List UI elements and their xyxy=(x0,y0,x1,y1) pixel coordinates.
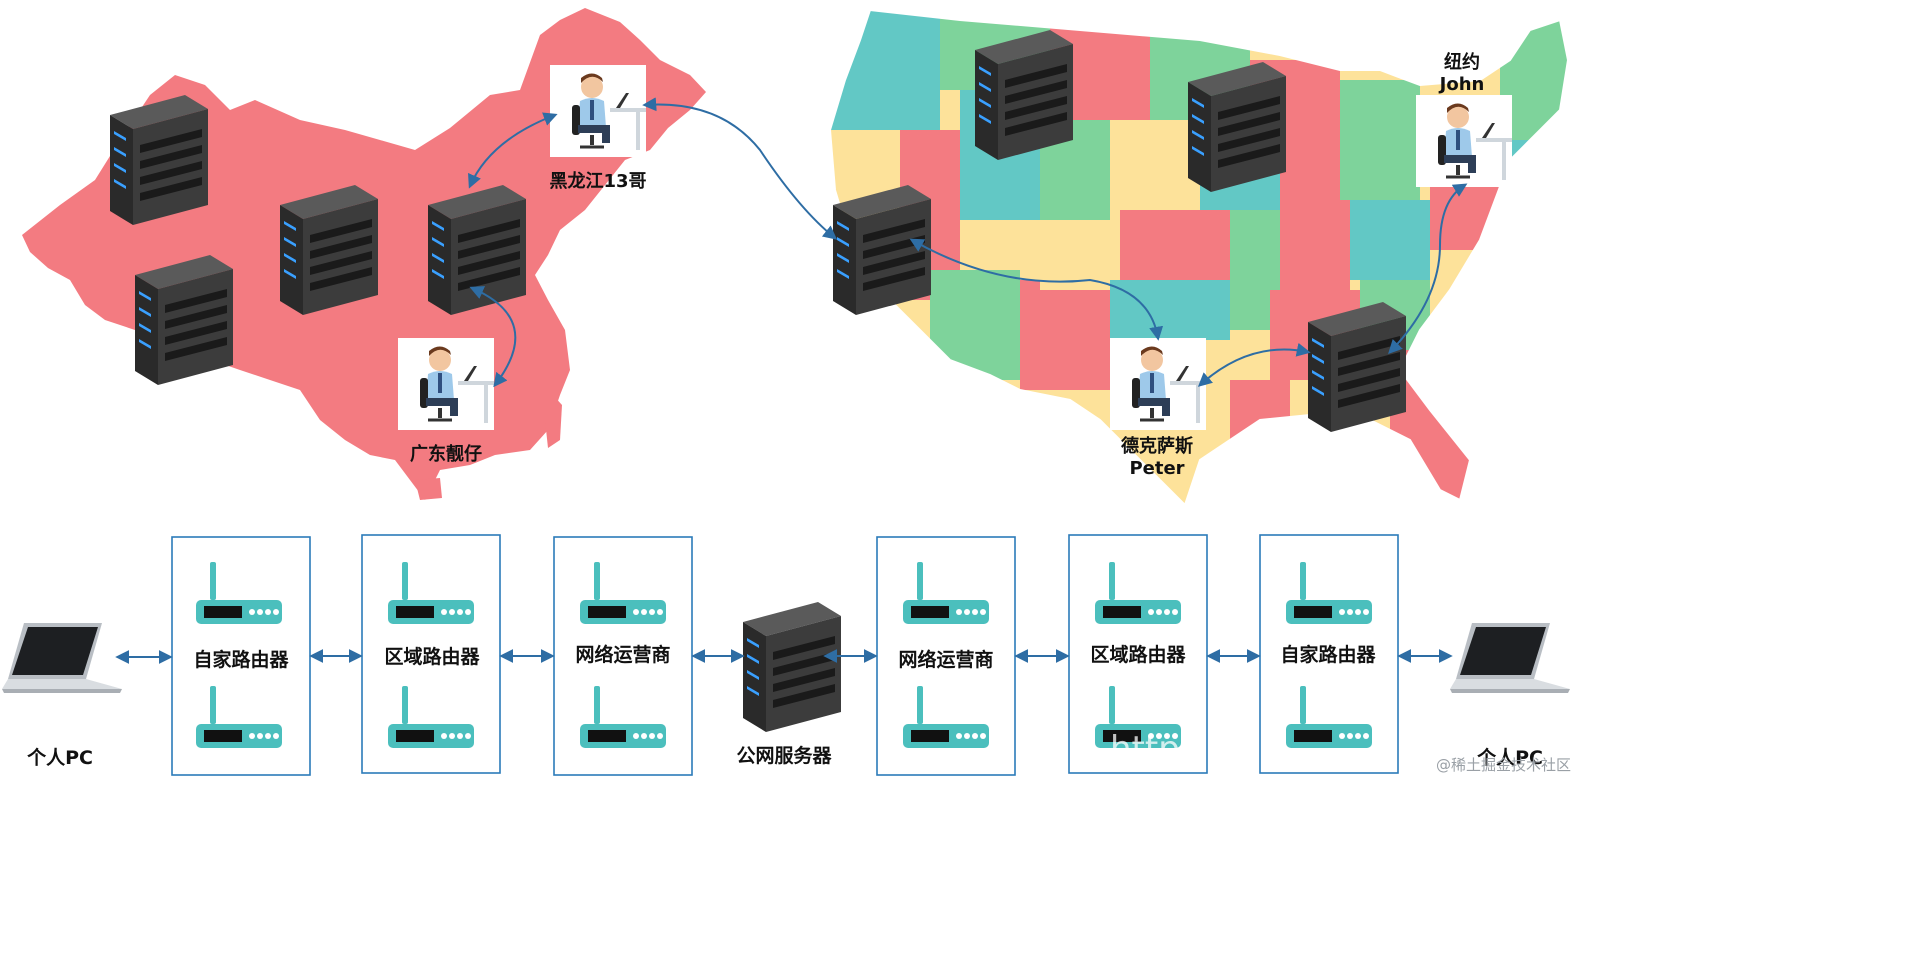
person-label-heilongjiang: 黑龙江13哥 xyxy=(549,170,646,192)
router-icon xyxy=(580,562,666,624)
flow-box-label: 区域路由器 xyxy=(1090,643,1186,666)
server-icon xyxy=(1308,302,1406,432)
flow-box-label: 网络运营商 xyxy=(898,648,993,671)
router-icon xyxy=(1286,562,1372,624)
usa-map: 纽约 John 德克萨斯 Peter xyxy=(828,8,1570,507)
link-arrow xyxy=(469,286,517,388)
person-at-desk-icon xyxy=(548,63,648,159)
person-label-texas-line2: Peter xyxy=(1129,458,1184,479)
flow-box-isp: 网络运营商 xyxy=(876,536,1016,776)
person-label-guangdong: 广东靓仔 xyxy=(410,443,482,465)
router-icon xyxy=(903,562,989,624)
person-at-desk-icon xyxy=(1108,336,1208,432)
laptop-icon xyxy=(2,623,122,693)
person-label-texas-line1: 德克萨斯 xyxy=(1121,435,1193,457)
person-at-desk-icon xyxy=(1414,93,1514,189)
link-arrow xyxy=(1388,183,1468,355)
server-icon xyxy=(428,185,526,315)
server-icon xyxy=(975,30,1073,160)
flow-box-home-router: 自家路由器 xyxy=(1259,534,1399,774)
hainan xyxy=(415,478,442,500)
laptop-icon xyxy=(1450,623,1570,693)
link-arrow xyxy=(1197,342,1311,387)
server-icon xyxy=(135,255,233,385)
router-icon xyxy=(196,686,282,748)
router-icon xyxy=(388,686,474,748)
link-arrow xyxy=(642,97,838,240)
flow-box-home-router: 自家路由器 xyxy=(171,536,311,776)
watermark-url: https:// xyxy=(1110,729,1232,769)
server-icon xyxy=(1188,62,1286,192)
public-server-label: 公网服务器 xyxy=(736,744,832,767)
server-icon xyxy=(280,185,378,315)
china-map: 黑龙江13哥 广东靓仔 xyxy=(22,8,706,500)
watermark-site: @稀土掘金技术社区 xyxy=(1436,756,1571,774)
router-icon xyxy=(196,562,282,624)
flow-box-label: 区域路由器 xyxy=(384,645,480,668)
person-label-newyork-line2: John xyxy=(1438,74,1485,95)
flow-box-isp: 网络运营商 xyxy=(553,536,693,776)
taiwan xyxy=(545,395,562,448)
flow-box-label: 自家路由器 xyxy=(1280,643,1376,666)
person-label-newyork-line1: 纽约 xyxy=(1444,51,1480,73)
link-arrow xyxy=(468,112,558,189)
link-arrow xyxy=(909,238,1164,341)
server-icon xyxy=(833,185,931,315)
flow-box-regional-router: 区域路由器 xyxy=(361,534,501,774)
router-icon xyxy=(1286,686,1372,748)
left-pc-label: 个人PC xyxy=(26,747,93,769)
server-icon xyxy=(110,95,208,225)
flow-box-label: 自家路由器 xyxy=(193,648,289,671)
network-path-flow: 个人PC 个人PC 公网服务器 自家路由器 区域路由器 网络运营商 xyxy=(2,534,1570,776)
router-icon xyxy=(903,686,989,748)
router-icon xyxy=(388,562,474,624)
router-icon xyxy=(580,686,666,748)
flow-box-label: 网络运营商 xyxy=(575,643,670,666)
person-at-desk-icon xyxy=(396,336,496,432)
right-pc-label: 个人PC xyxy=(1476,747,1543,769)
server-icon xyxy=(743,602,841,732)
router-icon xyxy=(1095,562,1181,624)
